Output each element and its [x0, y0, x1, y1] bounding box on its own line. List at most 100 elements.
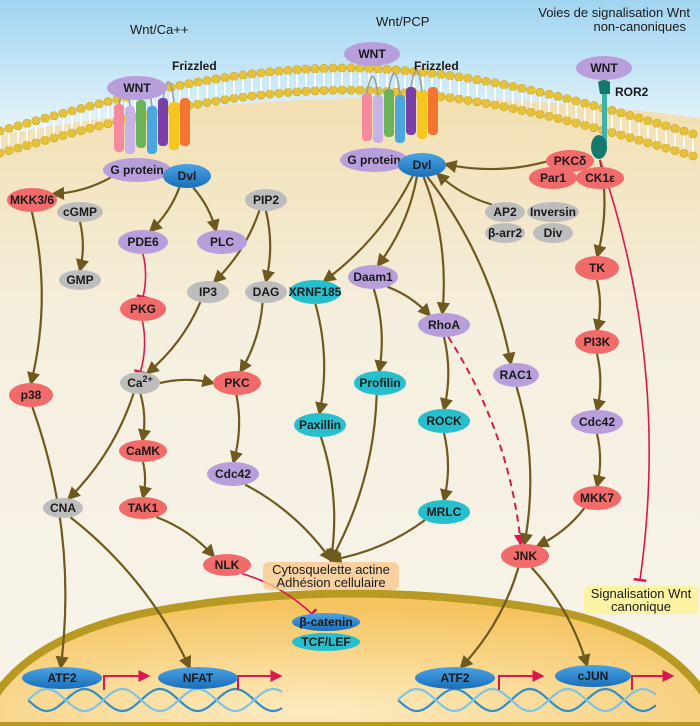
- node-ca[interactable]: Ca2+: [120, 372, 160, 394]
- node-dvl1[interactable]: Dvl: [163, 164, 211, 188]
- dna-layer: [27, 670, 675, 713]
- node-nfat[interactable]: NFAT: [158, 667, 238, 689]
- node-paxillin-label: Paxillin: [299, 418, 341, 432]
- node-rac1[interactable]: RAC1: [493, 363, 539, 387]
- canon-line2: canonique: [611, 599, 671, 614]
- edge-daam1-to-rhoa: [387, 285, 432, 318]
- node-mrlc[interactable]: MRLC: [418, 500, 470, 524]
- node-p38[interactable]: p38: [9, 383, 53, 407]
- node-barr2-label: β-arr2: [488, 226, 522, 240]
- lipid-head: [346, 85, 356, 95]
- node-mkk36[interactable]: MKK3/6: [7, 188, 57, 212]
- lipid-head: [211, 74, 221, 84]
- lipid-head: [643, 116, 653, 126]
- lipid-head: [553, 91, 563, 101]
- node-pkc-shape: [213, 371, 261, 395]
- node-cna[interactable]: CNA: [43, 498, 83, 518]
- node-cgmp[interactable]: cGMP: [57, 202, 103, 222]
- node-gmp-shape: [59, 270, 101, 290]
- node-cna-shape: [43, 498, 83, 518]
- node-paxillin[interactable]: Paxillin: [294, 413, 346, 437]
- node-pip2-shape: [245, 189, 287, 211]
- lipid-head: [247, 91, 257, 101]
- node-par1[interactable]: Par1: [529, 167, 577, 189]
- lipid-head: [634, 135, 644, 145]
- node-camk-label: CaMK: [126, 444, 160, 458]
- node-pkc[interactable]: PKC: [213, 371, 261, 395]
- node-wnt1[interactable]: WNT: [107, 76, 167, 100]
- node-camk[interactable]: CaMK: [119, 440, 167, 462]
- node-atf2a[interactable]: ATF2: [22, 667, 102, 689]
- lipid-head: [94, 121, 104, 131]
- transcription-start-arrow: [498, 670, 545, 690]
- node-tk[interactable]: TK: [575, 256, 619, 280]
- edge-pkc-to-cdc42a: [230, 394, 243, 465]
- edge-dvl1-to-plc: [192, 186, 220, 233]
- node-inversin-label: Inversin: [530, 205, 576, 219]
- node-dag[interactable]: DAG: [245, 281, 287, 303]
- node-nlk-label: NLK: [215, 558, 240, 572]
- node-xrnf185[interactable]: XRNF185: [289, 280, 342, 304]
- node-rock-shape: [418, 409, 470, 433]
- node-pde6-shape: [118, 230, 168, 254]
- lipid-head: [373, 64, 383, 74]
- node-gmp[interactable]: GMP: [59, 270, 101, 290]
- title-noncanonical-line2: non-canoniques: [593, 19, 686, 34]
- node-pde6[interactable]: PDE6: [118, 230, 168, 254]
- node-tcf[interactable]: TCF/LEF: [292, 633, 360, 651]
- lipid-head: [616, 108, 626, 118]
- node-profilin[interactable]: Profilin: [354, 371, 406, 395]
- node-xrnf185-label: XRNF185: [289, 285, 342, 299]
- node-ip3[interactable]: IP3: [187, 281, 229, 303]
- node-barr2[interactable]: β-arr2: [485, 223, 525, 243]
- node-rhoa[interactable]: RhoA: [418, 313, 470, 337]
- node-atf2b[interactable]: ATF2: [415, 667, 495, 689]
- node-cdc42a-label: Cdc42: [215, 467, 251, 481]
- lipid-head: [526, 85, 536, 95]
- edge-mkk36-to-p38: [27, 211, 43, 386]
- lipid-head: [562, 116, 572, 126]
- lipid-head: [463, 73, 473, 83]
- node-plc-label: PLC: [210, 235, 234, 249]
- node-pip2[interactable]: PIP2: [245, 189, 287, 211]
- node-pi3k[interactable]: PI3K: [575, 330, 619, 354]
- node-jnk[interactable]: JNK: [501, 544, 549, 568]
- edge-rhoa-to-jnk: [447, 336, 526, 547]
- node-gprot1[interactable]: G protein: [103, 158, 171, 182]
- node-cna-label: CNA: [50, 501, 76, 515]
- frizzled-helix: [147, 106, 157, 154]
- node-wnt3[interactable]: WNT: [576, 56, 632, 80]
- node-rock[interactable]: ROCK: [418, 409, 470, 433]
- node-cdc42b[interactable]: Cdc42: [571, 410, 623, 434]
- node-pkg[interactable]: PKG: [120, 297, 166, 321]
- node-dvl2[interactable]: Dvl: [398, 153, 446, 177]
- node-ap2[interactable]: AP2: [485, 202, 525, 222]
- node-div[interactable]: Div: [533, 223, 573, 243]
- node-cjun[interactable]: cJUN: [555, 665, 631, 687]
- node-dag-shape: [245, 281, 287, 303]
- node-pkcd[interactable]: PKCδ: [546, 150, 594, 172]
- edge-ca-to-camk: [138, 393, 152, 443]
- lipid-head: [58, 130, 68, 140]
- node-bcat[interactable]: β-catenin: [292, 613, 360, 631]
- node-wnt2[interactable]: WNT: [344, 42, 400, 66]
- node-tak1[interactable]: TAK1: [119, 497, 167, 519]
- frizzled-helix: [180, 98, 190, 146]
- lipid-head: [202, 98, 212, 108]
- node-inversin[interactable]: Inversin: [527, 202, 579, 222]
- frizzled-loop: [410, 70, 423, 92]
- node-profilin-label: Profilin: [359, 376, 400, 390]
- lipid-head: [382, 64, 392, 74]
- frizzled-helix: [395, 95, 405, 143]
- node-nlk[interactable]: NLK: [203, 554, 251, 576]
- lipid-head: [22, 118, 32, 128]
- node-mkk7[interactable]: MKK7: [573, 486, 621, 510]
- lipid-head: [4, 123, 14, 133]
- node-ck1e[interactable]: CK1ε: [576, 167, 624, 189]
- lipid-head: [346, 63, 356, 73]
- node-cdc42a[interactable]: Cdc42: [207, 462, 259, 486]
- node-tak1-shape: [119, 497, 167, 519]
- node-daam1[interactable]: Daam1: [348, 265, 398, 289]
- node-plc[interactable]: PLC: [197, 230, 247, 254]
- node-gprot2[interactable]: G protein: [340, 148, 408, 172]
